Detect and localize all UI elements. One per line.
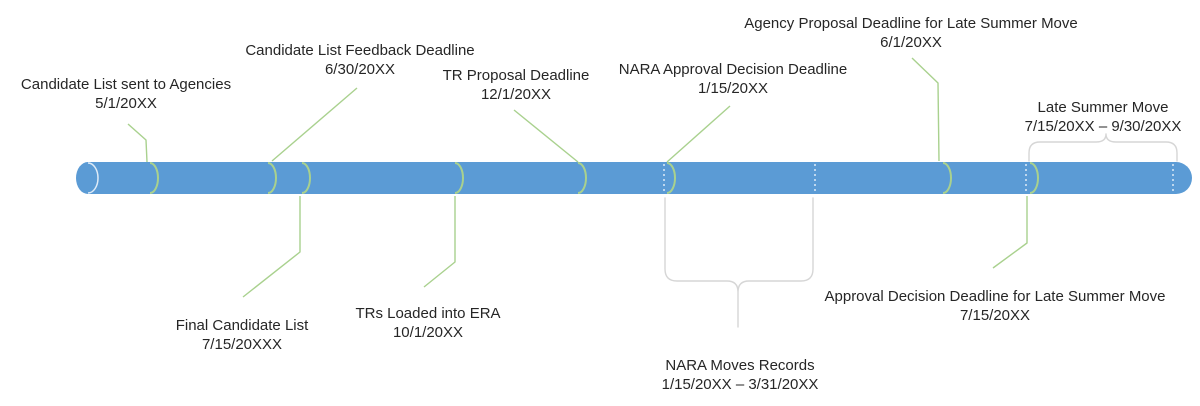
timeline-bar-left-cap bbox=[76, 162, 100, 194]
milestone-title: Late Summer Move bbox=[1037, 99, 1169, 116]
milestone-label-tr-proposal: TR Proposal Deadline 12/1/20XX bbox=[443, 66, 590, 104]
connector-trs-loaded bbox=[423, 196, 456, 288]
milestone-title: NARA Approval Decision Deadline bbox=[618, 61, 848, 78]
segment-divider bbox=[454, 162, 464, 194]
milestone-title: TRs Loaded into ERA bbox=[355, 305, 501, 322]
connector-feedback-deadline bbox=[271, 87, 358, 162]
milestone-label-late-summer-move: Late Summer Move 7/15/20XX – 9/30/20XX bbox=[1025, 98, 1182, 136]
milestone-label-feedback-deadline: Candidate List Feedback Deadline 6/30/20… bbox=[245, 41, 474, 79]
milestone-date: 6/30/20XX bbox=[324, 61, 396, 78]
range-braces bbox=[664, 133, 1178, 328]
milestone-label-approval-late-summer: Approval Decision Deadline for Late Summ… bbox=[825, 287, 1166, 325]
milestone-date: 7/15/20XX bbox=[959, 307, 1031, 324]
milestone-date: 6/1/20XX bbox=[880, 34, 942, 51]
segment-divider bbox=[149, 162, 159, 194]
milestone-label-nara-approval: NARA Approval Decision Deadline 1/15/20X… bbox=[619, 60, 847, 98]
milestone-title: Candidate List sent to Agencies bbox=[20, 76, 232, 93]
milestone-title: Approval Decision Deadline for Late Summ… bbox=[824, 288, 1166, 305]
milestone-date: 10/1/20XX bbox=[392, 324, 464, 341]
late-summer-brace bbox=[1028, 133, 1178, 162]
connector-approval-late-summer bbox=[992, 196, 1028, 269]
connector-candidate-list-sent bbox=[127, 123, 148, 163]
milestone-date: 5/1/20XX bbox=[95, 95, 157, 112]
milestone-title: Agency Proposal Deadline for Late Summer… bbox=[744, 15, 1078, 32]
segment-divider bbox=[301, 162, 311, 194]
milestone-label-trs-loaded: TRs Loaded into ERA 10/1/20XX bbox=[355, 304, 500, 342]
segment-divider bbox=[942, 162, 952, 194]
milestone-label-nara-moves: NARA Moves Records 1/15/20XX – 3/31/20XX bbox=[662, 356, 819, 394]
milestone-date: 7/15/20XX – 9/30/20XX bbox=[1024, 118, 1182, 135]
milestone-date: 1/15/20XX bbox=[697, 80, 769, 97]
milestone-date: 1/15/20XX – 3/31/20XX bbox=[661, 376, 819, 393]
timeline-bar bbox=[88, 162, 1192, 194]
milestone-date: 12/1/20XX bbox=[480, 86, 552, 103]
segment-divider bbox=[267, 162, 277, 194]
segment-dividers bbox=[149, 162, 1039, 194]
nara-moves-brace bbox=[664, 197, 814, 328]
milestone-label-candidate-list-sent: Candidate List sent to Agencies 5/1/20XX bbox=[21, 75, 231, 113]
milestone-title: TR Proposal Deadline bbox=[442, 67, 590, 84]
segment-divider bbox=[577, 162, 587, 194]
timeline-bar-left-cap-rim bbox=[87, 162, 99, 194]
connector-agency-proposal bbox=[911, 57, 940, 162]
milestone-title: Final Candidate List bbox=[175, 317, 309, 334]
milestone-label-final-candidate-list: Final Candidate List 7/15/20XXX bbox=[176, 316, 309, 354]
milestone-title: Candidate List Feedback Deadline bbox=[245, 42, 475, 59]
milestone-label-agency-proposal: Agency Proposal Deadline for Late Summer… bbox=[744, 14, 1078, 52]
milestone-title: NARA Moves Records bbox=[665, 357, 815, 374]
milestone-date: 7/15/20XXX bbox=[201, 336, 283, 353]
segment-divider bbox=[666, 162, 676, 194]
connector-tr-proposal bbox=[513, 109, 579, 163]
connector-lines bbox=[127, 57, 1028, 298]
segment-divider bbox=[1029, 162, 1039, 194]
connector-final-candidate-list bbox=[242, 196, 301, 298]
connector-nara-approval bbox=[666, 105, 731, 163]
